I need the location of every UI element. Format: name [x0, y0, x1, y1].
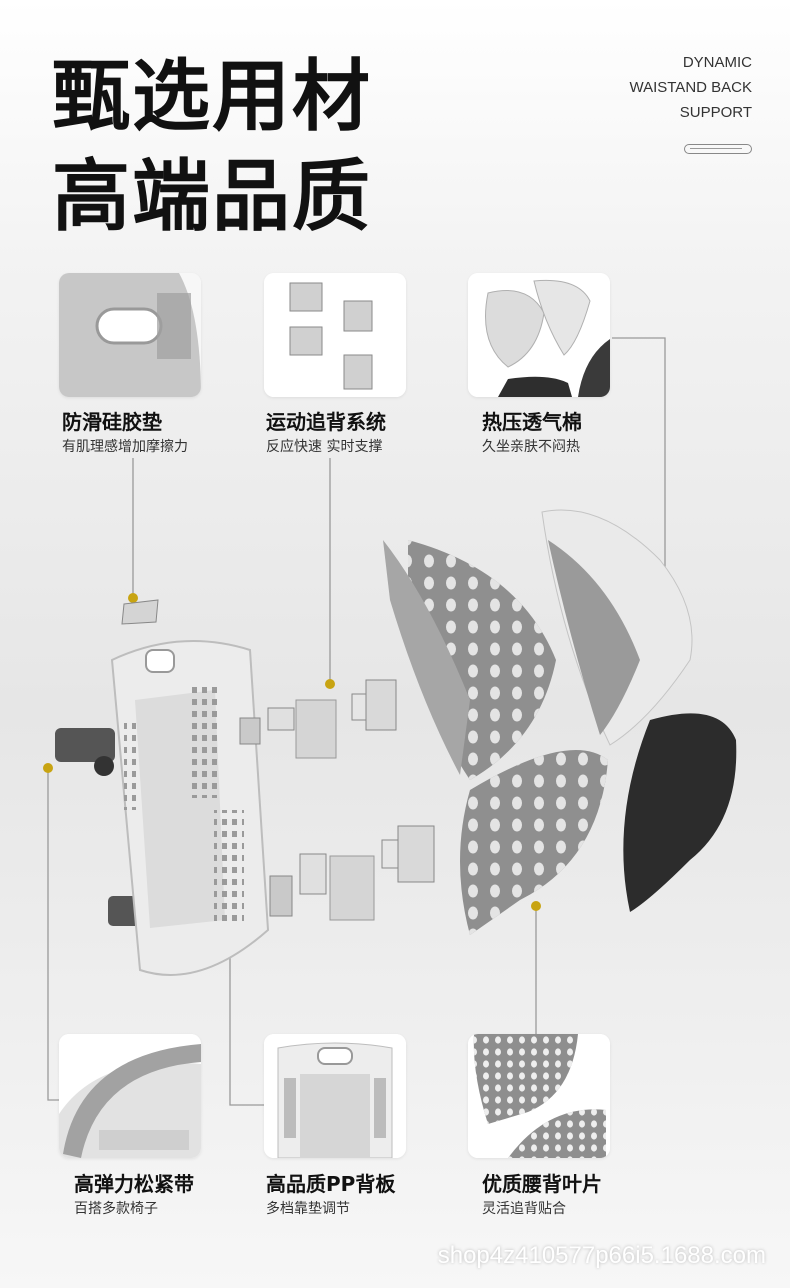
page-title-line-2: 高端品质 — [52, 152, 373, 242]
english-tagline: DYNAMIC WAISTAND BACK SUPPORT — [629, 50, 752, 125]
leaf-shapes — [383, 540, 608, 935]
feature-subtitle-5: 多档靠垫调节 — [266, 1201, 350, 1217]
feature-title-3: 热压透气棉 — [482, 410, 582, 434]
feature-title-1: 防滑硅胶垫 — [62, 410, 162, 434]
silicone-pad-thumbnail — [59, 273, 201, 397]
feature-title-6: 优质腰背叶片 — [482, 1172, 602, 1196]
shop-watermark: shop4z410577p66i5.1688.com — [437, 1242, 766, 1269]
decorative-pill-icon — [684, 144, 752, 154]
foam-cushion-thumbnail — [468, 273, 610, 397]
back-leaf-thumbnail — [468, 1034, 610, 1158]
hinge-parts-thumbnail — [264, 273, 406, 397]
feature-title-2: 运动追背系统 — [266, 410, 386, 434]
feature-subtitle-6: 灵活追背贴合 — [482, 1201, 566, 1217]
feature-title-5: 高品质PP背板 — [266, 1172, 396, 1196]
feature-title-4: 高弹力松紧带 — [74, 1172, 194, 1196]
pp-backplate-thumbnail — [264, 1034, 406, 1158]
feature-subtitle-3: 久坐亲肤不闷热 — [482, 439, 580, 455]
hinge-shapes — [239, 679, 435, 921]
feature-subtitle-1: 有肌理感增加摩擦力 — [62, 439, 188, 455]
tagline-line-2: WAISTAND BACK — [629, 79, 752, 96]
foam-shapes — [541, 509, 737, 912]
tagline-line-1: DYNAMIC — [682, 54, 752, 71]
page-title-line-1: 甄选用材 — [52, 52, 373, 142]
accent-dots — [43, 593, 670, 933]
tagline-line-3: SUPPORT — [679, 104, 752, 121]
backplate-shape — [55, 640, 270, 976]
elastic-strap-thumbnail — [59, 1034, 201, 1158]
feature-subtitle-2: 反应快速 实时支撑 — [266, 439, 383, 455]
feature-subtitle-4: 百搭多款椅子 — [74, 1201, 158, 1217]
